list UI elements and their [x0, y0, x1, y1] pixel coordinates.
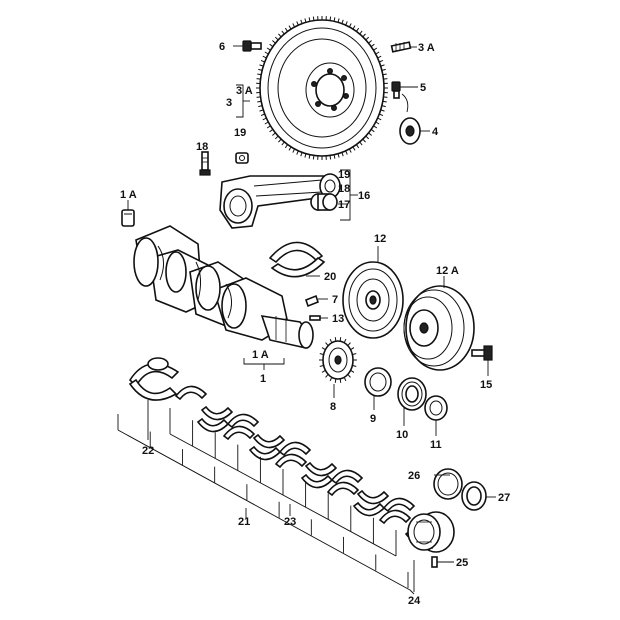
- callout-13: 13: [332, 313, 344, 325]
- bearing-shell-half: [300, 473, 334, 489]
- callout-17: 17: [338, 199, 350, 211]
- flywheel: [256, 16, 388, 160]
- bearing-shell-20: [268, 241, 326, 278]
- callout-5: 5: [420, 82, 426, 94]
- bearing-shell-half: [196, 417, 230, 433]
- rod-bolt-18: [199, 151, 211, 176]
- callout-18-left: 18: [196, 141, 208, 153]
- piston-pin-bushing-17: [310, 193, 338, 211]
- bearing-shell-half: [274, 453, 308, 469]
- callout-8: 8: [330, 401, 336, 413]
- bolt-5: [391, 81, 418, 113]
- woodruff-key-7: [305, 294, 328, 308]
- crankshaft: [133, 225, 314, 349]
- pulley-12: [342, 246, 404, 339]
- bearing-shell-half: [174, 385, 208, 401]
- callout-12a: 12 A: [436, 265, 459, 277]
- bearing-shell-half: [200, 405, 234, 421]
- callout-26: 26: [408, 470, 420, 482]
- callout-23: 23: [284, 516, 296, 528]
- bearing-shell-half: [326, 481, 360, 497]
- callout-16: 16: [358, 190, 370, 202]
- seal-ring-26: [433, 468, 463, 500]
- oil-seal-carrier-24: [407, 511, 455, 553]
- key-1a: [121, 200, 135, 227]
- callout-6: 6: [219, 41, 225, 53]
- bearing-10: [397, 377, 427, 426]
- callout-3a-right: 3 A: [418, 42, 435, 54]
- seal-ring-27: [461, 481, 496, 511]
- callout-22: 22: [142, 445, 154, 457]
- callout-1a-top: 1 A: [120, 189, 137, 201]
- bracket-1: [243, 358, 285, 370]
- seal-ring-11: [424, 395, 448, 436]
- callout-19-left: 19: [234, 127, 246, 139]
- callout-12: 12: [374, 233, 386, 245]
- callout-18-right: 18: [338, 183, 350, 195]
- callout-9: 9: [370, 413, 376, 425]
- callout-3a-left: 3 A: [236, 85, 253, 97]
- callout-20: 20: [324, 271, 336, 283]
- callout-7: 7: [332, 294, 338, 306]
- callout-11: 11: [430, 439, 442, 451]
- callout-1a-bottom: 1 A: [252, 349, 269, 361]
- connecting-rod-assembly: [199, 151, 358, 229]
- callout-labels: 6 3 A 5 4 3 A 3 18 19 19 18 16 17 1 A 12…: [120, 41, 510, 607]
- gear-8: [319, 337, 357, 398]
- bearing-shell-half: [248, 445, 282, 461]
- bearing-shell-half: [222, 425, 256, 441]
- callout-10: 10: [396, 429, 408, 441]
- callout-1: 1: [260, 373, 266, 385]
- pulley-12a: [403, 276, 475, 371]
- bearing-shell-half: [278, 441, 312, 457]
- pulley-bolt-15: [471, 345, 493, 376]
- pin-13: [309, 315, 328, 321]
- callout-24: 24: [408, 595, 421, 607]
- bearing-shell-half: [378, 509, 412, 525]
- bearing-shell-half: [356, 489, 390, 505]
- callout-21: 21: [238, 516, 250, 528]
- callout-15: 15: [480, 379, 492, 391]
- bearing-shell-half: [382, 497, 416, 513]
- bearing-shell-half: [252, 433, 286, 449]
- bearing-shell-22: [128, 357, 180, 401]
- bearing-shell-half: [352, 501, 386, 517]
- bearing-shell-half: [304, 461, 338, 477]
- callout-4: 4: [432, 126, 439, 138]
- pin-25: [431, 556, 454, 568]
- bracket-21-23: [117, 408, 415, 595]
- spacer-ring-9: [364, 367, 392, 410]
- flywheel-bolt-6: [233, 40, 262, 52]
- flywheel-stud-3a: [390, 41, 417, 53]
- bearing-shell-half: [226, 413, 260, 429]
- pilot-bearing-4: [399, 117, 430, 145]
- bearing-shell-half: [330, 469, 364, 485]
- callout-27: 27: [498, 492, 510, 504]
- bracket-3: [236, 84, 250, 118]
- callout-19-right: 19: [338, 169, 350, 181]
- rod-nut-19: [235, 152, 249, 164]
- flywheel-bolt-holes: [311, 67, 350, 111]
- callout-3: 3: [226, 97, 232, 109]
- callout-25: 25: [456, 557, 468, 569]
